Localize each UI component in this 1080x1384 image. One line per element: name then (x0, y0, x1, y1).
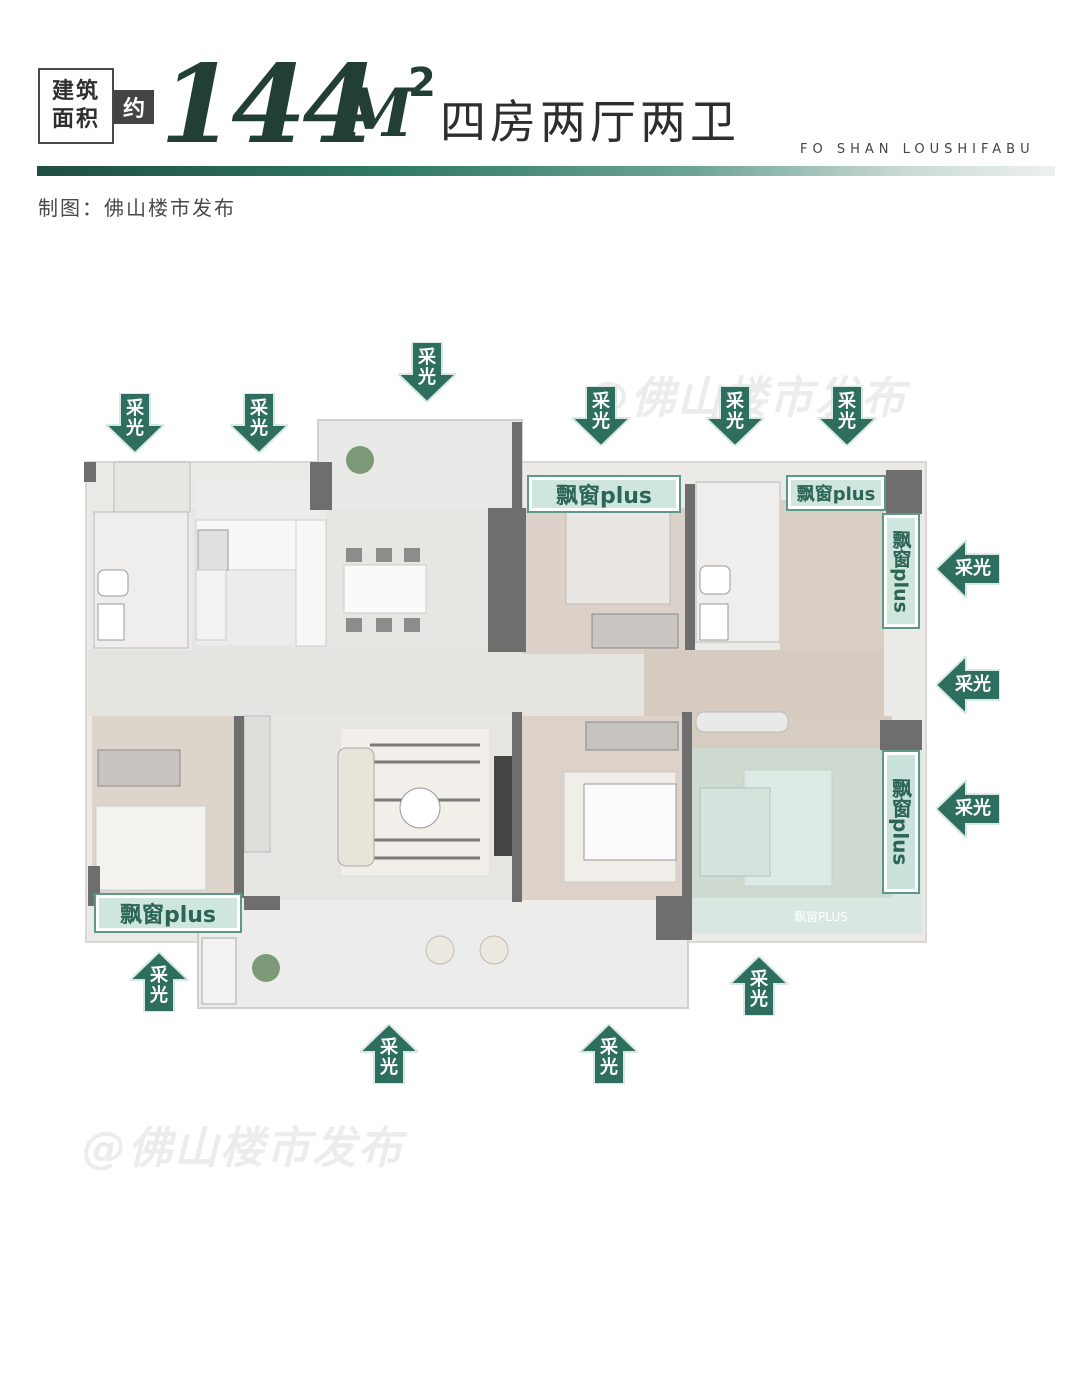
bay-window-label-top-right: 飘窗plus (786, 475, 886, 511)
sunlight-label: 采光 (380, 1037, 398, 1078)
area-value: 144 (160, 42, 377, 168)
sunlight-label: 采光 (955, 558, 991, 579)
sunlight-arrow-left: 采光 (936, 656, 1000, 714)
area-label-line1: 建筑 (51, 79, 100, 104)
sunlight-arrow-down: 采光 (818, 386, 876, 446)
brand-english: FO SHAN LOUSHIFABU (800, 142, 1035, 157)
area-label-box: 建筑 面积 (38, 68, 114, 144)
sunlight-arrow-down: 采光 (572, 386, 630, 446)
bay-window-label-right-upper: 飘窗plus (882, 513, 920, 629)
sunlight-arrow-left: 采光 (936, 540, 1000, 598)
room-type-title: 四房两厅两卫 (440, 95, 740, 149)
sunlight-label: 采光 (955, 674, 991, 695)
sunlight-label: 采光 (750, 969, 768, 1010)
watermark-bottom: @佛山楼市发布 (82, 1123, 404, 1174)
sunlight-label: 采光 (838, 391, 856, 432)
sunlight-arrow-up: 采光 (730, 956, 788, 1016)
area-unit: M (340, 74, 414, 152)
bay-window-label-right-lower: 飘窗plus (882, 750, 920, 894)
header-divider (37, 166, 1055, 176)
sunlight-label: 采光 (250, 398, 268, 439)
sunlight-label: 采光 (955, 798, 991, 819)
sunlight-arrow-up: 采光 (130, 952, 188, 1012)
bay-window-label-bottom-left: 飘窗plus (94, 893, 242, 933)
sunlight-label: 采光 (418, 347, 436, 388)
sunlight-arrow-up: 采光 (580, 1024, 638, 1084)
approx-badge: 约 (114, 90, 154, 124)
sunlight-label: 采光 (592, 391, 610, 432)
sunlight-label: 采光 (126, 398, 144, 439)
area-label-line2: 面积 (51, 107, 100, 132)
area-unit-superscript: 2 (408, 60, 436, 106)
sunlight-arrow-up: 采光 (360, 1024, 418, 1084)
sunlight-label: 采光 (726, 391, 744, 432)
bay-window-label-top-center: 飘窗plus (527, 475, 681, 513)
sunlight-arrow-down: 采光 (106, 393, 164, 453)
sunlight-arrow-left: 采光 (936, 780, 1000, 838)
sunlight-arrow-down: 采光 (706, 386, 764, 446)
bay-window-plan-label: 飘窗PLUS (794, 910, 848, 924)
sunlight-label: 采光 (600, 1037, 618, 1078)
sunlight-arrow-down: 采光 (398, 342, 456, 402)
sunlight-label: 采光 (150, 965, 168, 1006)
credit-text: 制图：佛山楼市发布 (38, 196, 236, 220)
sunlight-arrow-down: 采光 (230, 393, 288, 453)
